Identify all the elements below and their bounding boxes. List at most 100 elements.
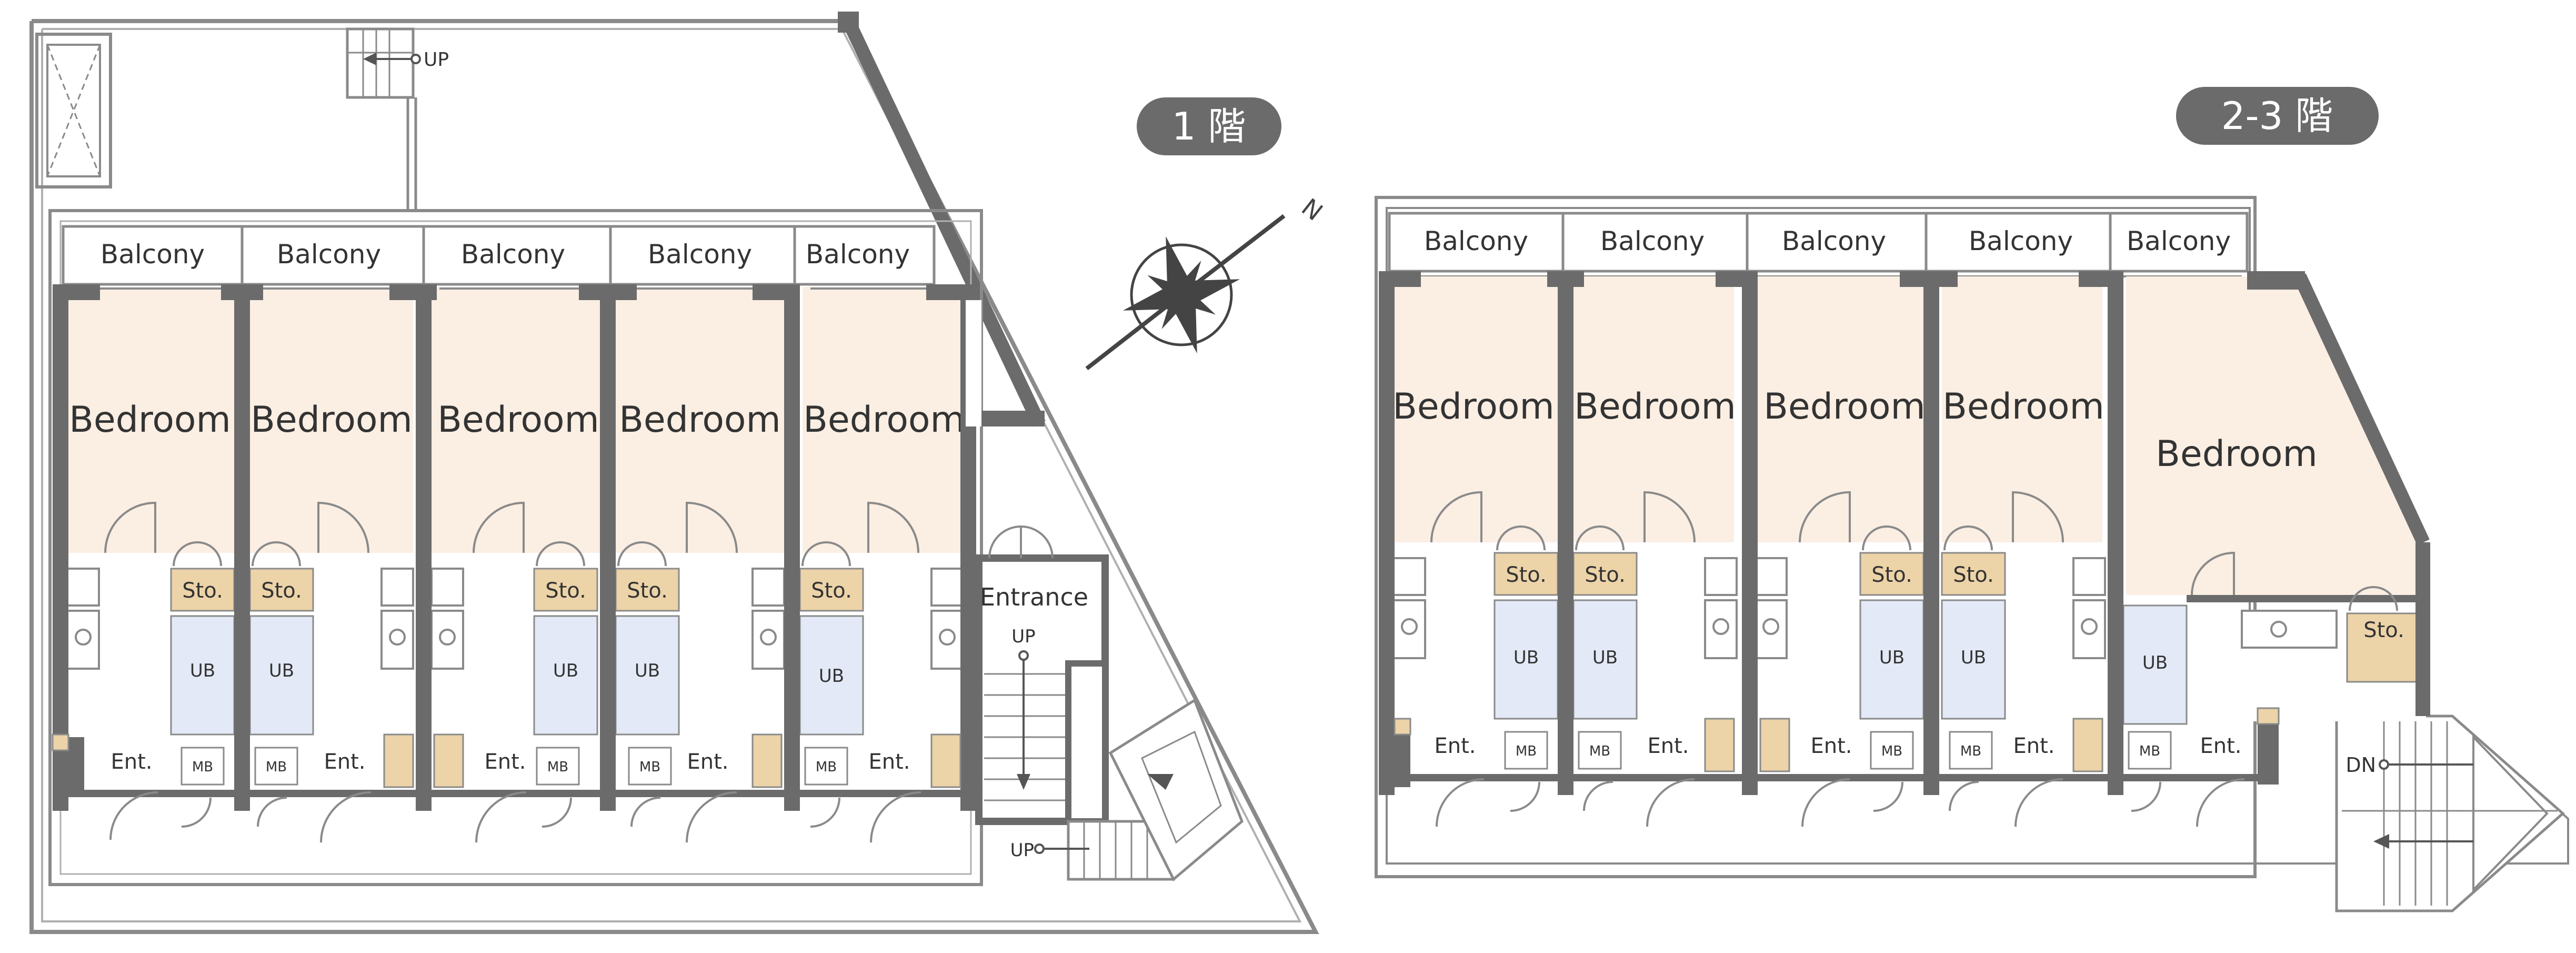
bath-label: UB [269,660,294,681]
kitchen-icon [430,610,464,670]
bedroom-room [2126,276,2421,595]
bath-label: UB [819,666,844,687]
top-stair: UP [346,27,449,211]
meter-label: MB [192,759,213,775]
kitchen-icon [2241,610,2338,649]
entry-label: Ent. [1647,734,1689,758]
balcony-strip-floor-1 [62,225,936,286]
entry-label: Ent. [111,750,152,774]
balcony-label: Balcony [277,239,381,270]
site-boundary-floor-1 [29,19,1319,934]
bath-room [533,615,598,736]
unit-1-2: Balcony Bedroom Sto. UB Ent. MB [249,239,414,786]
balcony-label: Balcony [1969,226,2073,256]
storage-label: Sto. [1953,563,1994,587]
storage-label: Sto. [811,579,852,603]
balcony-label: Balcony [101,239,205,270]
stair-up-label-entrance: UP [1011,626,1035,647]
bath-label: UB [1879,647,1905,668]
site-boundary-inner-floor-1 [41,28,1302,922]
bath-label: UB [553,660,578,681]
bedroom-room [432,287,605,553]
meter-label: MB [547,759,568,775]
bedroom-room [250,287,413,553]
diagonal-wall [842,18,1046,427]
meter-label: MB [639,759,660,775]
unit-1-3: Balcony Bedroom Sto. UB Ent. MB [430,239,605,786]
compass-north-label: N [1296,193,1328,226]
bath-room [1859,599,1925,720]
storage-room [2346,612,2419,683]
bedroom-room [1395,276,1558,542]
bath-label: UB [1961,647,1986,668]
party-walls-upper [1379,271,2305,795]
meter-box [804,747,848,786]
door-swings [104,501,921,843]
diagonal-wall-upper [2293,273,2430,545]
bath-room [1572,599,1638,720]
meter-label: MB [1516,743,1537,759]
bedroom-label: Bedroom [1763,386,1926,428]
balcony-label: Balcony [806,239,910,270]
balcony-label: Balcony [1424,226,1528,256]
meter-label: MB [816,759,837,775]
meter-box [181,747,225,786]
balcony-label: Balcony [461,239,565,270]
entry-label: Ent. [687,750,728,774]
unit-2-4: Balcony Bedroom Sto. UB Ent. MB [1941,226,2106,770]
bath-room [1941,599,2006,720]
storage-room [1859,552,1925,596]
storage-room [170,568,235,612]
meter-box [536,747,580,786]
bedroom-room [1942,276,2102,542]
entrance-label: Entrance [980,583,1088,611]
storage-label: Sto. [627,579,668,603]
bedroom-label: Bedroom [2156,433,2318,475]
bedroom-label: Bedroom [437,399,599,441]
unit-2-1: Balcony Bedroom Sto. UB Ent. MB [1392,226,1559,770]
bath-label: UB [1592,647,1618,668]
storage-label: Sto. [1585,563,1626,587]
bedroom-room [616,287,784,553]
sink-icon [2072,557,2106,596]
meter-label: MB [1960,743,1981,759]
floor-1-badge: 1 階 [1137,97,1281,155]
bedroom-label: Bedroom [803,399,965,441]
bath-label: UB [190,660,215,681]
sink-icon [751,568,785,607]
storage-label: Sto. [1871,563,1912,587]
unit-1-5: Balcony Bedroom Sto. UB Ent. MB [799,239,965,786]
party-walls [53,284,1045,811]
storage-label: Sto. [545,579,586,603]
bedroom-room [803,287,960,553]
storage-label: Sto. [261,579,302,603]
meter-label: MB [2139,743,2160,759]
meter-label: MB [266,759,287,775]
bath-label: UB [2142,652,2168,673]
floor-2-3-label: 2-3 階 [2221,94,2333,138]
bath-room [2122,604,2188,725]
sink-icon [380,568,414,607]
meter-box [1870,731,1914,770]
storage-room [533,568,598,612]
bath-room [170,615,235,736]
kitchen-icon [1704,599,1738,659]
entry-label: Ent. [1434,734,1476,758]
kitchen-icon [930,610,964,670]
stair-up-label-top: UP [424,49,449,71]
door-swings-upper [1430,491,2398,827]
sink-icon [1392,557,1426,596]
balcony-label: Balcony [1600,226,1705,256]
compass-rose-icon: N [1085,193,1328,371]
stair-down-label: DN [2346,753,2376,777]
entry-label: Ent. [2013,734,2054,758]
bath-label: UB [1513,647,1539,668]
storage-label: Sto. [1506,563,1547,587]
bedroom-label: Bedroom [1574,386,1736,428]
sink-icon [1704,557,1738,596]
unit-2-5: Balcony Bedroom Sto. UB Ent. MB [2122,226,2426,770]
entry-label: Ent. [2200,734,2241,758]
kitchen-icon [2072,599,2106,659]
bath-room [1494,599,1559,720]
